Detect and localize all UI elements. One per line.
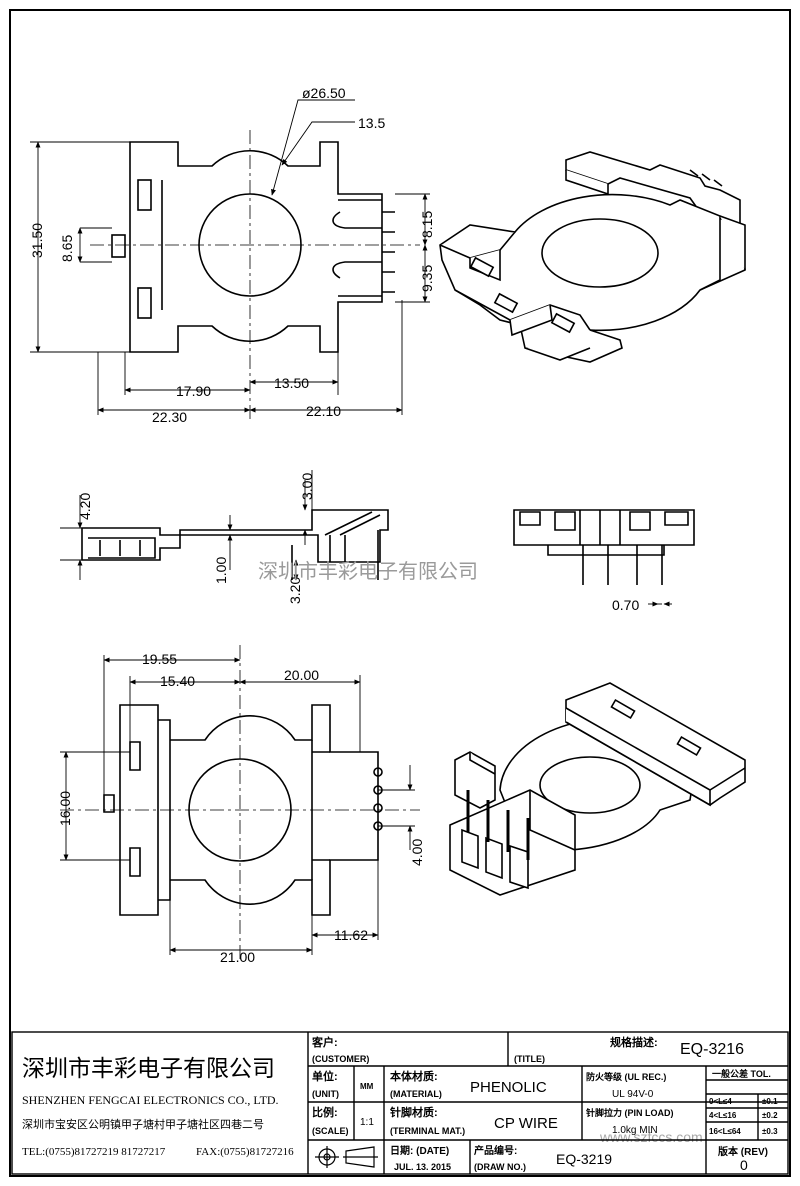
dim-11-62: 11.62 <box>334 927 368 943</box>
watermark-url: www.szfccs.com <box>599 1129 703 1145</box>
tol-range-2: 4<L≤16 <box>709 1111 737 1120</box>
drawno-value: EQ-3219 <box>556 1151 612 1167</box>
dim-21-00: 21.00 <box>220 949 255 965</box>
spec-label-cn: 规格描述: <box>610 1035 658 1049</box>
dim-13-50: 13.50 <box>274 375 309 391</box>
tol-range-3: 16<L≤64 <box>709 1127 741 1136</box>
tol-value-1: ±0.1 <box>762 1097 778 1106</box>
company-name-en: SHENZHEN FENGCAI ELECTRONICS CO., LTD. <box>22 1093 279 1107</box>
dim-22-10: 22.10 <box>306 403 341 419</box>
scale-label-cn: 比例: <box>312 1105 338 1119</box>
pinload-label-cn: 针脚拉力 (PIN LOAD) <box>586 1107 674 1118</box>
dim-19-55: 19.55 <box>142 651 177 667</box>
tol-value-3: ±0.3 <box>762 1127 778 1136</box>
dim-13-5: 13.5 <box>358 115 385 131</box>
projection-symbol-icon <box>315 1146 378 1168</box>
rev-value: 0 <box>740 1157 748 1173</box>
company-fax: FAX:(0755)81727216 <box>196 1146 294 1158</box>
side-view-right <box>513 509 695 585</box>
terminal-label-cn: 针脚材质: <box>390 1105 438 1119</box>
date-label: 日期: (DATE) <box>390 1144 449 1157</box>
title-label-en: (TITLE) <box>514 1054 545 1064</box>
dim-3-20: 3.20 <box>287 577 303 604</box>
top-view-dimension-lines <box>30 99 430 415</box>
company-block: 深圳市丰彩电子有限公司 SHENZHEN FENGCAI ELECTRONICS… <box>22 1055 294 1158</box>
rev-label-cn: 版本 (REV) <box>718 1145 768 1158</box>
customer-label-en: (CUSTOMER) <box>312 1054 369 1064</box>
drawno-label-cn: 产品编号: <box>474 1144 517 1157</box>
iso-view-bottom <box>449 682 746 896</box>
material-label-cn: 本体材质: <box>390 1069 438 1083</box>
dim-diameter: ø26.50 <box>302 85 346 101</box>
dim-17-90: 17.90 <box>176 383 211 399</box>
scale-label-en: (SCALE) <box>312 1126 349 1136</box>
bottom-view <box>103 704 383 916</box>
pinload-value: 1.0kg MIN <box>612 1125 658 1136</box>
dim-1-00: 1.00 <box>213 557 229 584</box>
tol-range-1: 0<L≤4 <box>709 1097 732 1106</box>
dim-15-40: 15.40 <box>160 673 195 689</box>
flame-label-cn: 防火等级 (UL REC.) <box>586 1071 666 1082</box>
top-view-dimension-text: ø26.50 13.5 31.50 8.65 8.15 9.35 17.90 1… <box>29 85 435 425</box>
dim-0-70: 0.70 <box>612 597 639 613</box>
material-label-en: (MATERIAL) <box>390 1089 442 1099</box>
dim-3-00: 3.00 <box>299 473 315 500</box>
dim-4-20: 4.20 <box>77 493 93 520</box>
title-block-fields: 客户: (CUSTOMER) (TITLE) 规格描述: EQ-3216 单位:… <box>311 1035 778 1173</box>
dim-22-30: 22.30 <box>152 409 187 425</box>
dim-9-35: 9.35 <box>419 265 435 292</box>
title-block-grid <box>11 1031 789 1175</box>
unit-label-cn: 单位: <box>312 1069 338 1083</box>
company-tel: TEL:(0755)81727219 81727217 <box>22 1146 166 1158</box>
dim-8-15: 8.15 <box>419 211 435 238</box>
watermark-text: 深圳市丰彩电子有限公司 <box>258 560 478 583</box>
flame-value: UL 94V-0 <box>612 1089 654 1100</box>
dim-20-00: 20.00 <box>284 667 319 683</box>
bottom-view-dimension-text: 19.55 15.40 20.00 16.00 4.00 21.00 11.62 <box>57 651 425 965</box>
drawno-label-en: (DRAW NO.) <box>474 1162 526 1172</box>
dim-16-00: 16.00 <box>57 791 73 826</box>
unit-label-en: (UNIT) <box>312 1089 339 1099</box>
bottom-view-dimension-lines <box>60 655 415 955</box>
material-value: PHENOLIC <box>470 1079 547 1096</box>
side-view-left <box>81 509 389 580</box>
bottom-view-centerlines <box>60 645 420 960</box>
iso-view-bottom-pins <box>466 790 530 860</box>
company-name-cn: 深圳市丰彩电子有限公司 <box>22 1055 275 1081</box>
tol-label-cn: 一般公差 TOL. <box>712 1068 771 1079</box>
dim-31-50: 31.50 <box>29 223 45 258</box>
dim-4-00: 4.00 <box>409 839 425 866</box>
scale-value: 1:1 <box>360 1117 374 1128</box>
spec-value: EQ-3216 <box>680 1041 744 1058</box>
date-value: JUL. 13. 2015 <box>394 1162 451 1172</box>
side-view-left-dimensions <box>60 470 313 581</box>
terminal-label-en: (TERMINAL MAT.) <box>390 1126 465 1136</box>
unit-value: MM <box>360 1082 374 1091</box>
customer-label-cn: 客户: <box>311 1035 338 1049</box>
sheet-border <box>9 9 791 1177</box>
side-view-left-dimension-text: 4.20 3.00 1.00 3.20 <box>77 473 315 604</box>
terminal-value: CP WIRE <box>494 1115 558 1132</box>
company-address: 深圳市宝安区公明镇甲子塘村甲子塘社区四巷二号 <box>22 1117 264 1131</box>
iso-view-top <box>439 151 746 363</box>
tol-value-2: ±0.2 <box>762 1111 778 1120</box>
dim-8-65: 8.65 <box>59 235 75 262</box>
top-view <box>111 141 395 353</box>
top-view-centerlines <box>90 130 420 420</box>
